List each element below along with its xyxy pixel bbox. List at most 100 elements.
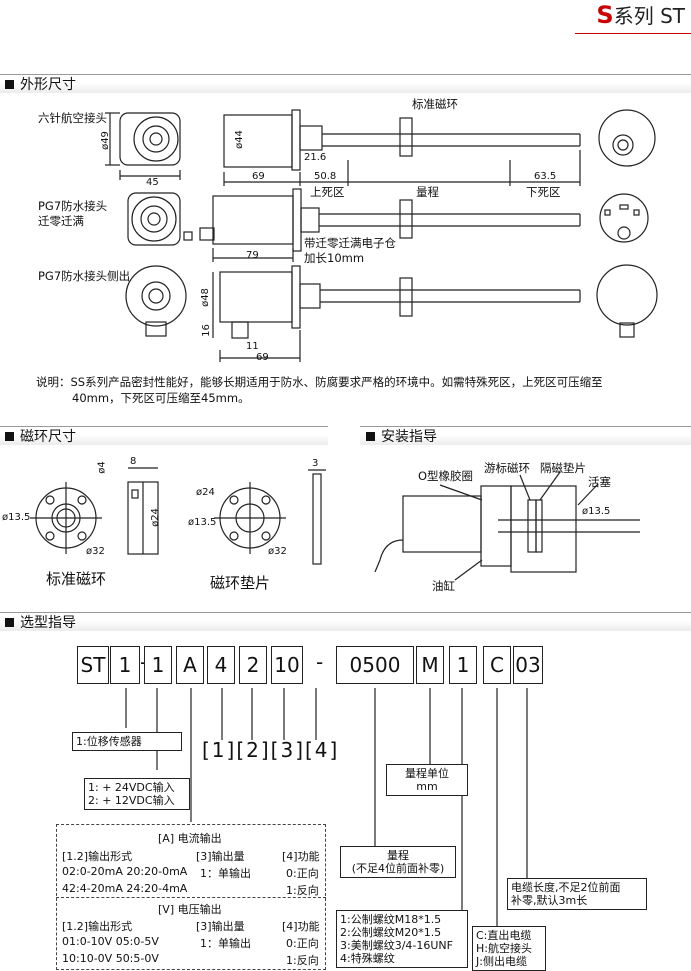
current-r2c3: 1:反向: [286, 884, 319, 897]
brand-series: 系列 ST: [613, 4, 685, 28]
section-title-dimensions: 外形尺寸: [5, 74, 76, 94]
section-title-install: 安装指导: [366, 426, 437, 446]
dim-ring-d13-5: ø13.5: [2, 512, 31, 523]
box-unit: 量程单位 mm: [386, 764, 468, 796]
brand-letter: S: [596, 1, 614, 29]
thread-4: 4:特殊螺纹: [340, 952, 395, 965]
section-title-text: 外形尺寸: [20, 77, 76, 93]
code-box-10: 10: [271, 646, 303, 684]
section-title-text: 安装指导: [381, 429, 437, 445]
install-cylinder: 油缸: [432, 579, 455, 593]
dim-d44: ø44: [233, 130, 245, 149]
code-box-0500: 0500: [336, 646, 414, 684]
box-cable-length: 电缆长度,不足2位前面 补零,默认3m长: [507, 878, 647, 910]
code-box-1b: 1: [144, 646, 172, 684]
label-upper-dead: 上死区: [310, 185, 345, 199]
description-line1: 说明：SS系列产品密封性能好，能够长期适用于防水、防腐要求严格的环境中。如需特殊…: [36, 375, 603, 389]
box-unit-title: 量程单位: [405, 767, 449, 780]
voltage-title: [V] 电压输出: [158, 903, 222, 916]
separator-2: -: [316, 650, 324, 674]
current-h1: [1.2]输出形式: [62, 850, 133, 863]
dim-69: 69: [252, 171, 265, 182]
install-spacer: 隔磁垫片: [540, 461, 586, 475]
box-voltage-input-1: 1: + 24VDC输入: [88, 781, 175, 794]
box-cable-length-2: 补零,默认3m长: [511, 894, 588, 907]
box-sensor-text: 1:位移传感器: [76, 735, 142, 748]
voltage-h3: [4]功能: [282, 920, 320, 933]
dim-21-6: 21.6: [304, 152, 327, 163]
row1-label: 六针航空接头: [38, 111, 107, 125]
dim-pad-d24: ø24: [196, 487, 215, 498]
thread-3: 3:美制螺纹3/4-16UNF: [340, 939, 453, 952]
dim-63-5: 63.5: [534, 171, 557, 182]
box-range-title: 量程: [387, 849, 409, 862]
code-box-st: ST: [77, 646, 109, 684]
dim-pad-3: 3: [312, 458, 319, 469]
separator-1: -: [140, 650, 147, 674]
current-h3: [4]功能: [282, 850, 320, 863]
row2-label-line1: PG7防水接头: [38, 199, 108, 213]
code-box-03: 03: [513, 646, 543, 684]
thread-2: 2:公制螺纹M20*1.5: [340, 926, 442, 939]
section-marker: [5, 617, 14, 627]
section-bar-selection: [0, 612, 691, 631]
note-elec-line2: 加长10mm: [304, 251, 365, 265]
box-voltage-input: 1: + 24VDC输入 2: + 12VDC输入: [84, 778, 190, 810]
code-box-2: 2: [239, 646, 267, 684]
box-thread: 1:公制螺纹M18*1.5 2:公制螺纹M20*1.5 3:美制螺纹3/4-16…: [336, 910, 468, 968]
code-box-a: A: [176, 646, 204, 684]
dim-d48: ø48: [199, 288, 211, 307]
bracket-labels: [1][2][3][4]: [202, 738, 340, 762]
voltage-h2: [3]输出量: [196, 920, 245, 933]
dim-69b: 69: [256, 352, 269, 363]
section-title-ring: 磁环尺寸: [5, 426, 76, 446]
install-d13-5: ø13.5: [582, 506, 611, 517]
brand-underline: [575, 33, 691, 34]
dim-11: 11: [246, 341, 259, 352]
code-box-4: 4: [207, 646, 235, 684]
outlet-j: J:侧出电缆: [476, 955, 527, 968]
brand-title: S系列 ST: [596, 0, 685, 29]
label-lower-dead: 下死区: [526, 185, 561, 199]
voltage-r2c3: 1:反向: [286, 954, 319, 967]
box-voltage-input-2: 2: + 12VDC输入: [88, 794, 175, 807]
dim-d49: ø49: [99, 131, 111, 150]
dim-79: 79: [246, 250, 259, 261]
description-line2: 40mm，下死区可压缩至45mm。: [72, 391, 250, 405]
row2-label-line2: 迁零迁满: [38, 214, 84, 228]
section-marker: [366, 431, 375, 441]
current-title: [A] 电流输出: [158, 832, 222, 845]
current-r2c1: 42:4-20mA 24:20-4mA: [62, 882, 188, 895]
code-box-1a: 1: [110, 646, 140, 684]
box-cable-length-1: 电缆长度,不足2位前面: [511, 881, 621, 894]
code-box-c: C: [483, 646, 511, 684]
voltage-r1c2: 1：单输出: [200, 937, 251, 950]
section-title-text: 磁环尺寸: [20, 429, 76, 445]
table-divider: [56, 897, 326, 898]
outlet-c: C:直出电缆: [476, 929, 532, 942]
current-r1c1: 02:0-20mA 20:20-0mA: [62, 865, 188, 878]
current-h2: [3]输出量: [196, 850, 245, 863]
voltage-h1: [1.2]输出形式: [62, 920, 133, 933]
box-unit-value: mm: [416, 780, 438, 793]
box-range-note: (不足4位前面补零): [351, 862, 445, 875]
section-title-text: 选型指导: [20, 615, 76, 631]
voltage-r1c3: 0:正向: [286, 937, 319, 950]
section-marker: [5, 431, 14, 441]
box-sensor: 1:位移传感器: [72, 732, 182, 751]
outlet-h: H:航空接头: [476, 942, 532, 955]
code-box-m: M: [416, 646, 444, 684]
install-float-ring: 游标磁环: [484, 461, 530, 475]
dim-pad-d13-5: ø13.5: [188, 517, 217, 528]
section-bar-install: [360, 426, 691, 445]
note-elec-line1: 带迁零迁满电子仓: [304, 236, 396, 250]
install-o-ring: O型橡胶圈: [418, 469, 474, 483]
section-marker: [5, 79, 14, 89]
section-title-selection: 选型指导: [5, 612, 76, 632]
dim-ring-8: 8: [130, 456, 137, 467]
row3-label: PG7防水接头侧出: [38, 269, 131, 283]
box-range: 量程 (不足4位前面补零): [340, 846, 456, 878]
caption-std-ring: 标准磁环: [46, 570, 107, 588]
box-outlet: C:直出电缆 H:航空接头 J:侧出电缆: [472, 926, 546, 971]
